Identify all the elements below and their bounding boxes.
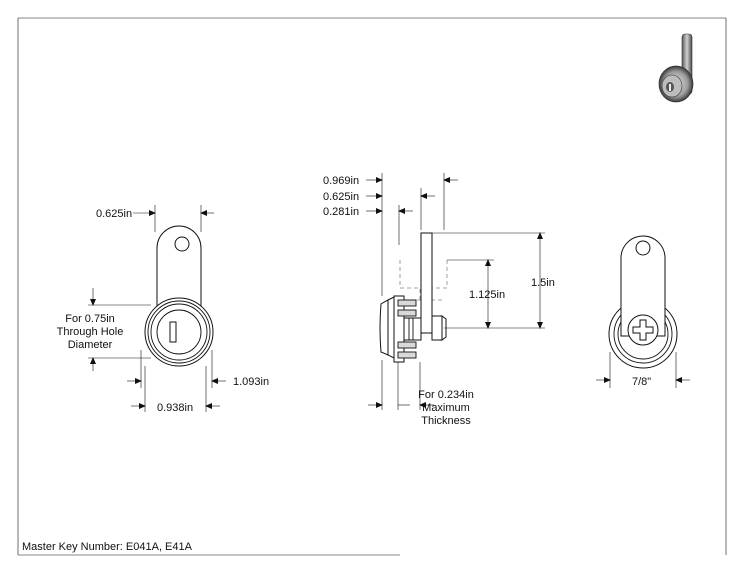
front-view: 0.625in For 0.75in Through Hole Diameter…	[57, 205, 269, 414]
dim-front-width-top: 0.625in	[96, 208, 132, 220]
master-key-number: Master Key Number: E041A, E41A	[22, 541, 193, 553]
side-view: 0.969in 0.625in 0.281in 1.125in 1.5in Fo…	[323, 173, 555, 427]
dim-back-width: 7/8"	[632, 376, 651, 388]
dim-side-height-short: 1.125in	[469, 289, 505, 301]
dim-front-height: 1.093in	[233, 376, 269, 388]
thickness-note-line-2: Maximum	[422, 402, 470, 414]
product-thumbnail	[658, 33, 694, 103]
back-view: 7/8"	[596, 235, 690, 388]
dim-side-height-tall: 1.5in	[531, 277, 555, 289]
thickness-note-line-3: Thickness	[421, 415, 471, 427]
sheet-border	[17, 17, 727, 556]
dim-side-b: 0.625in	[323, 191, 359, 203]
dim-side-c: 0.281in	[323, 206, 359, 218]
hole-note-line-1: For 0.75in	[65, 313, 115, 325]
hole-note-line-2: Through Hole	[57, 326, 124, 338]
dim-front-width: 0.938in	[157, 402, 193, 414]
hole-note-line-3: Diameter	[68, 339, 113, 351]
thickness-note-line-1: For 0.234in	[418, 389, 474, 401]
dim-side-a: 0.969in	[323, 175, 359, 187]
